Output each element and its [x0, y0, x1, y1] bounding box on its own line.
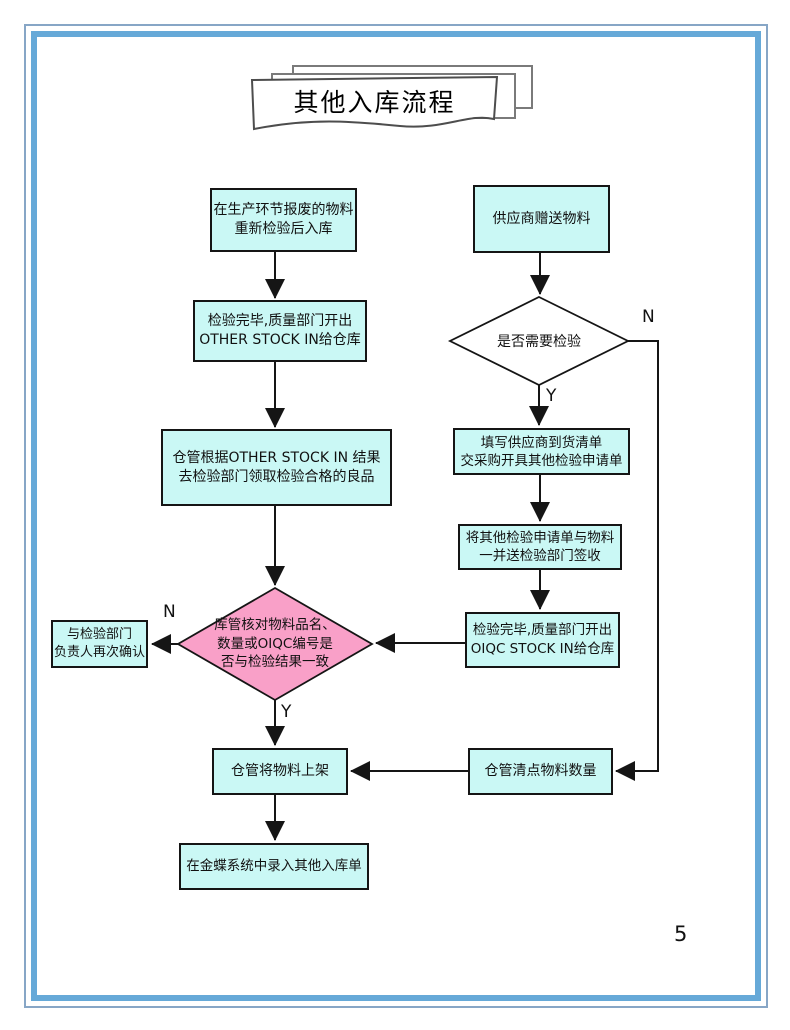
- node-supplier-gift: 供应商赠送物料: [473, 185, 610, 253]
- node-other-stock-in: 检验完毕,质量部门开出 OTHER STOCK IN给仓库: [193, 300, 367, 362]
- node-shelve: 仓管将物料上架: [212, 748, 348, 795]
- branch-label-yes-left: Y: [281, 702, 292, 722]
- decision-diamond-verify-match: [176, 586, 374, 702]
- node-collect-goods: 仓管根据OTHER STOCK IN 结果 去检验部门领取检验合格的良品: [161, 429, 392, 506]
- node-oiqc-stock-in: 检验完毕,质量部门开出 OIQC STOCK IN给仓库: [465, 612, 620, 668]
- node-send-inspection: 将其他检验申请单与物料 一并送检验部门签收: [458, 524, 622, 570]
- branch-label-no-right: N: [642, 307, 655, 327]
- node-scrap-rework: 在生产环节报废的物料 重新检验后入库: [210, 188, 357, 252]
- branch-label-no-left: N: [163, 602, 176, 622]
- decision-verify-match-label: 库管核对物料品名、 数量或OIQC编号是 否与检验结果一致: [214, 617, 336, 671]
- title-banner-shape: [250, 65, 533, 131]
- node-reconfirm: 与检验部门 负责人再次确认: [51, 620, 148, 668]
- page-border-inner: [31, 31, 761, 1001]
- page-border-outer: [24, 24, 768, 1008]
- arrow-needinspection-no-to-count: [615, 340, 659, 781]
- title-front-page: [250, 75, 499, 131]
- node-kingdee-entry: 在金蝶系统中录入其他入库单: [179, 843, 369, 890]
- branch-label-yes-right: Y: [546, 386, 557, 406]
- node-delivery-list: 填写供应商到货清单 交采购开具其他检验申请单: [453, 428, 630, 475]
- page-title: 其他入库流程: [293, 88, 456, 117]
- page-number: 5: [674, 922, 688, 946]
- node-count-quantity: 仓管清点物料数量: [468, 748, 613, 795]
- decision-diamond-need-inspection: [447, 295, 631, 387]
- decision-need-inspection-label: 是否需要检验: [497, 334, 581, 350]
